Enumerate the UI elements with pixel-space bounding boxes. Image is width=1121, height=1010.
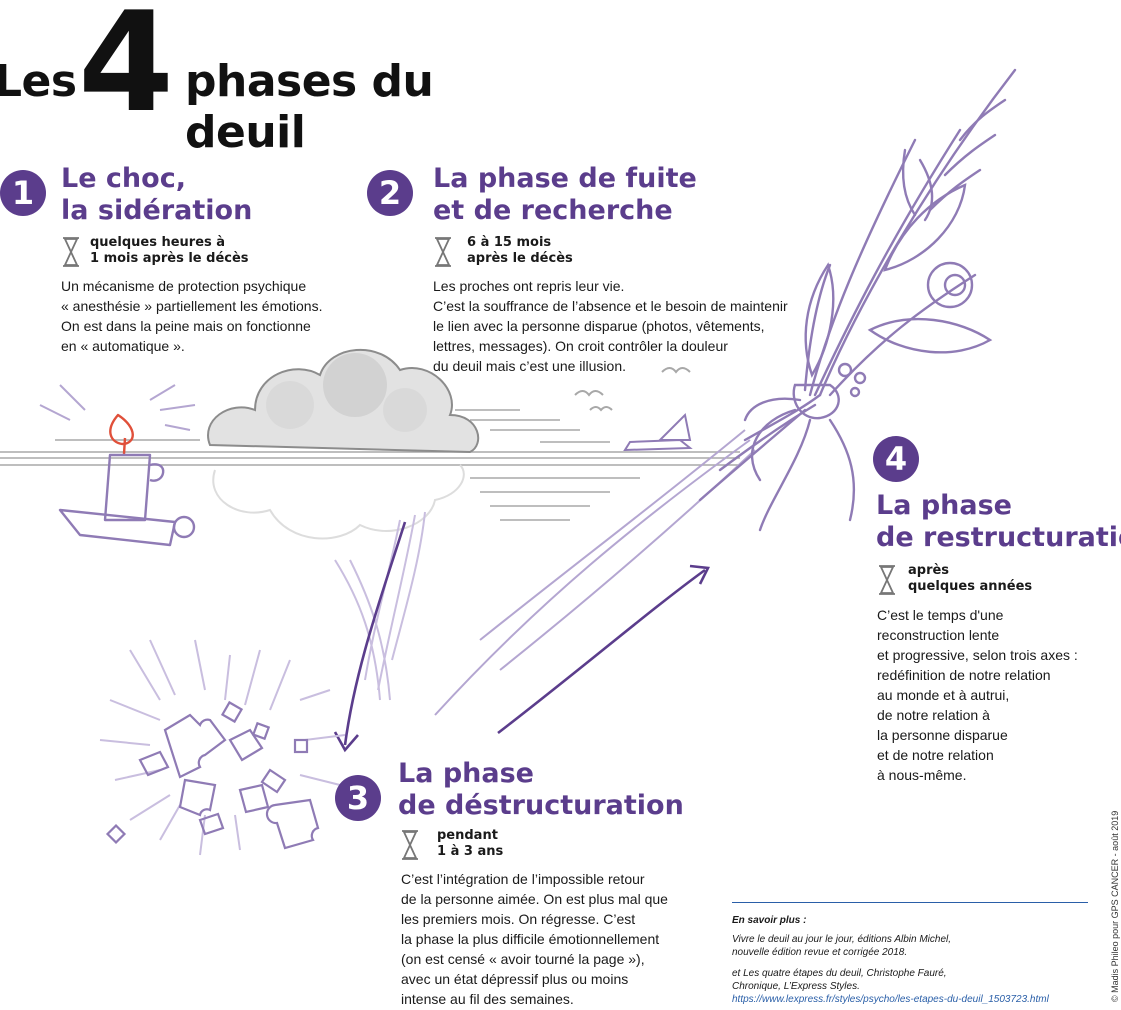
source-line: nouvelle édition revue et corrigée 2018. bbox=[732, 947, 908, 958]
phase-2-description: Les proches ont repris leur vie.C’est la… bbox=[433, 278, 788, 374]
wheat-bouquet-illustration bbox=[698, 68, 1017, 532]
source-line: Vivre le deuil au jour le jour, éditions… bbox=[732, 934, 952, 945]
sailboat-illustration bbox=[574, 367, 693, 452]
hourglass-icon bbox=[879, 565, 895, 595]
source-line: et Les quatre étapes du deuil, Christoph… bbox=[732, 968, 947, 979]
page-title: Les 4 phases du deuil bbox=[0, 0, 560, 158]
cloud-illustration bbox=[207, 348, 480, 540]
descent-streaks bbox=[334, 511, 426, 701]
hourglass-icon bbox=[402, 830, 418, 860]
sources-divider bbox=[732, 902, 1088, 903]
phase-3-description: C’est l’intégration de l’impossible reto… bbox=[401, 871, 668, 1007]
phase-1-title: Le choc,la sidération bbox=[61, 163, 253, 226]
title-number: 4 bbox=[78, 0, 175, 143]
horizon-lines bbox=[0, 409, 740, 521]
phase-1-badge: 1 bbox=[0, 170, 46, 216]
puzzle-explosion-illustration bbox=[99, 639, 346, 856]
source-link[interactable]: https://www.lexpress.fr/styles/psycho/le… bbox=[732, 994, 1049, 1005]
phase-3-badge: 3 bbox=[335, 775, 381, 821]
phase-2-badge: 2 bbox=[367, 170, 413, 216]
hourglass-icon bbox=[63, 237, 79, 267]
hourglass-icon bbox=[435, 237, 451, 267]
phase-4-badge: 4 bbox=[873, 436, 919, 482]
source-line: Chronique, L’Express Styles. bbox=[732, 981, 860, 992]
phase-1-description: Un mécanisme de protection psychique« an… bbox=[61, 278, 323, 354]
title-prefix: Les bbox=[0, 56, 77, 107]
arrow-up-icon bbox=[497, 564, 710, 735]
candle-boat-illustration bbox=[39, 384, 196, 547]
copyright-credit: © Madis Phileo pour GPS CANCER - août 20… bbox=[1110, 810, 1120, 1002]
arrow-down-icon bbox=[333, 521, 407, 753]
sources-heading: En savoir plus : bbox=[732, 915, 807, 926]
sources-block: En savoir plus : Vivre le deuil au jour … bbox=[732, 914, 1092, 1006]
title-suffix: phases du deuil bbox=[185, 56, 434, 158]
